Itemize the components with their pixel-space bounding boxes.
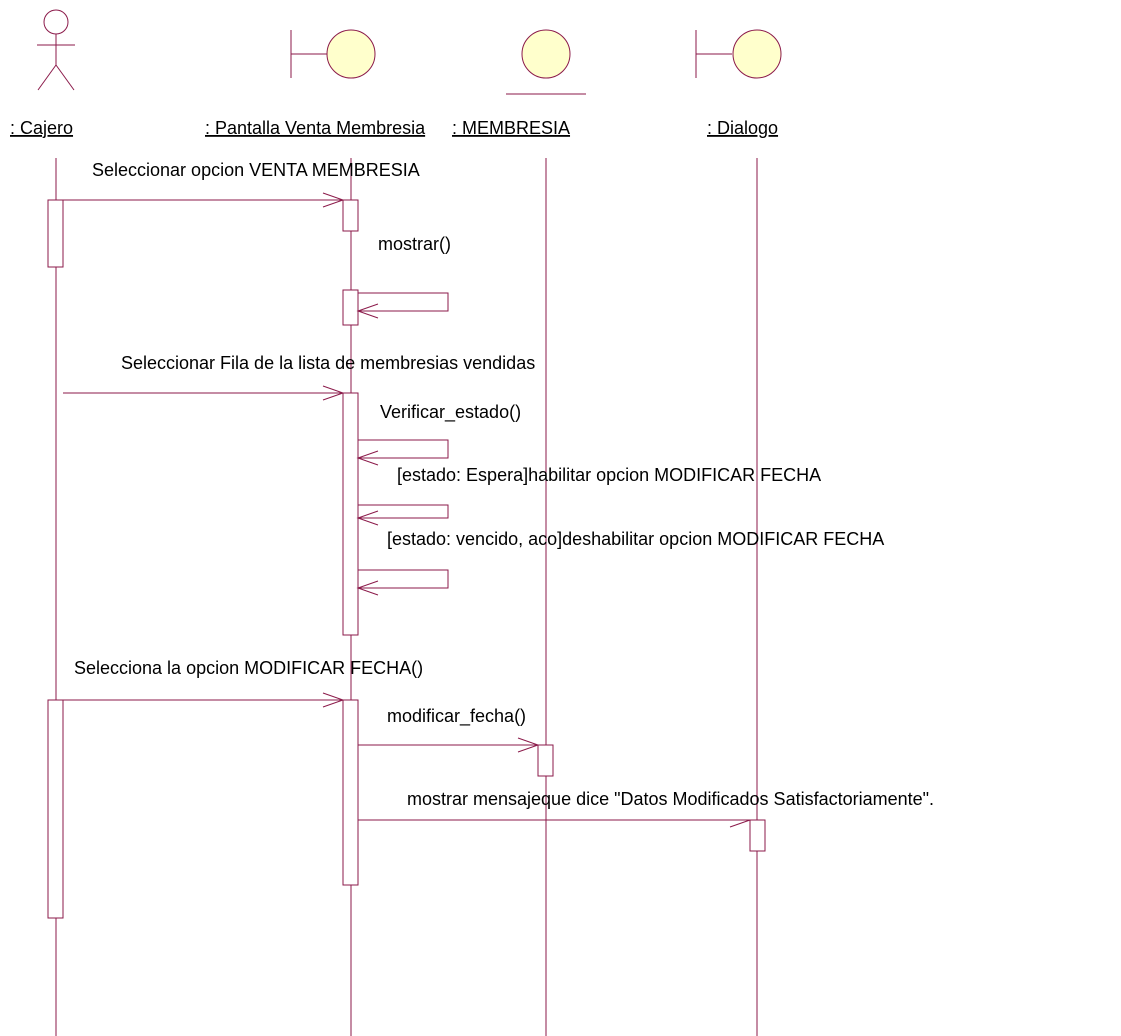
activation-bars	[47, 199, 766, 919]
self-message-arrow	[356, 292, 449, 319]
self-message-arrow	[356, 504, 449, 526]
activation-bar	[47, 199, 64, 268]
boundary-icon	[290, 29, 376, 79]
message-label-m3: Seleccionar Fila de la lista de membresi…	[121, 353, 535, 373]
participant-label-dialogo: : Dialogo	[707, 118, 778, 138]
message-arrow	[63, 692, 345, 708]
message-arrow	[358, 819, 751, 828]
message-label-m9: mostrar mensajeque dice "Datos Modificad…	[407, 789, 934, 809]
message-label-m2: mostrar()	[378, 234, 451, 254]
message-label-m4: Verificar_estado()	[380, 402, 521, 423]
message-label-m6: [estado: vencido, aco]deshabilitar opcio…	[387, 529, 884, 549]
participant-cajero: : Cajero	[10, 9, 75, 138]
participant-dialogo: : Dialogo	[695, 29, 782, 138]
message-label-m8: modificar_fecha()	[387, 706, 526, 727]
lifelines	[55, 158, 758, 1036]
self-message-arrow	[356, 439, 449, 466]
participant-label-membresia: : MEMBRESIA	[452, 118, 570, 138]
message-label-m1: Seleccionar opcion VENTA MEMBRESIA	[92, 160, 420, 180]
message-arrow	[63, 192, 345, 208]
activation-bar	[342, 289, 359, 326]
message-labels: Seleccionar opcion VENTA MEMBRESIA mostr…	[74, 160, 934, 809]
self-message-arrow	[356, 569, 449, 596]
activation-bar	[342, 392, 359, 636]
message-label-m5: [estado: Espera]habilitar opcion MODIFIC…	[397, 465, 821, 485]
actor-icon	[37, 9, 75, 91]
messages	[63, 192, 751, 828]
participant-label-cajero: : Cajero	[10, 118, 73, 138]
activation-bar	[537, 744, 554, 777]
entity-icon	[506, 29, 586, 95]
message-label-m7: Selecciona la opcion MODIFICAR FECHA()	[74, 658, 423, 678]
participant-pantalla: : Pantalla Venta Membresia	[205, 29, 426, 138]
boundary-icon	[695, 29, 782, 79]
message-arrow	[358, 737, 540, 753]
message-arrow	[63, 385, 345, 401]
activation-bar	[749, 819, 766, 852]
activation-bar	[342, 699, 359, 886]
activation-bar	[342, 199, 359, 232]
participant-membresia: : MEMBRESIA	[452, 29, 586, 138]
activation-bar	[47, 699, 64, 919]
participant-label-pantalla: : Pantalla Venta Membresia	[205, 118, 426, 138]
